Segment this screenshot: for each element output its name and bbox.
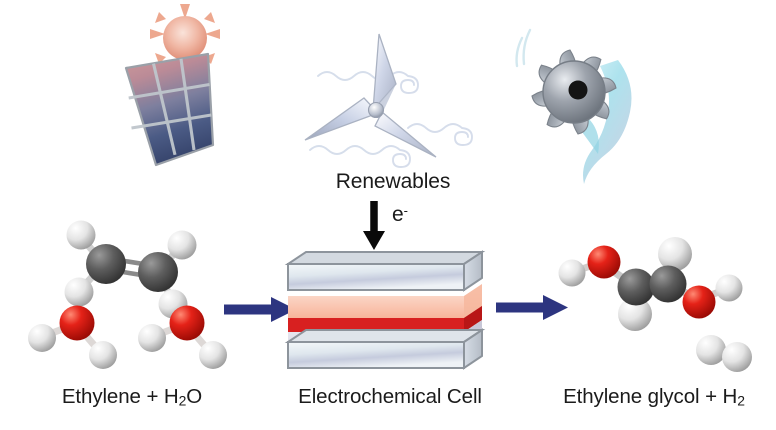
electrochemical-cell xyxy=(284,250,492,372)
water-turbine-icon xyxy=(492,8,672,184)
cell-to-product-arrow xyxy=(494,294,570,322)
turbine-blades xyxy=(304,33,437,158)
turbine-hub xyxy=(568,80,588,100)
sun-icon xyxy=(150,4,220,74)
ethylene-glycol-molecule xyxy=(556,237,756,350)
water-stream xyxy=(583,60,632,184)
hydrogen-molecule xyxy=(692,332,762,376)
products-label: Ethylene glycol + H2 xyxy=(563,385,745,409)
top-electrode-plate xyxy=(284,250,486,292)
reactants-label: Ethylene + H2O xyxy=(61,385,203,409)
renewables-label: Renewables xyxy=(335,170,451,193)
device-label: Electrochemical Cell xyxy=(298,385,482,408)
electron-label: e- xyxy=(392,203,408,226)
water-molecule-right xyxy=(132,298,242,376)
membrane-layer xyxy=(288,306,482,332)
water-molecule-left xyxy=(22,298,132,376)
electron-flow-arrow xyxy=(360,200,394,252)
wind-swirls xyxy=(309,71,473,168)
ethylene-molecule xyxy=(48,212,218,319)
solar-panel-icon xyxy=(118,2,288,167)
reactant-to-cell-arrow xyxy=(222,296,298,324)
anode-layer xyxy=(288,284,482,318)
bottom-electrode-plate xyxy=(284,328,486,370)
solar-panel-body xyxy=(124,52,215,167)
wind-turbine-icon xyxy=(300,18,485,173)
